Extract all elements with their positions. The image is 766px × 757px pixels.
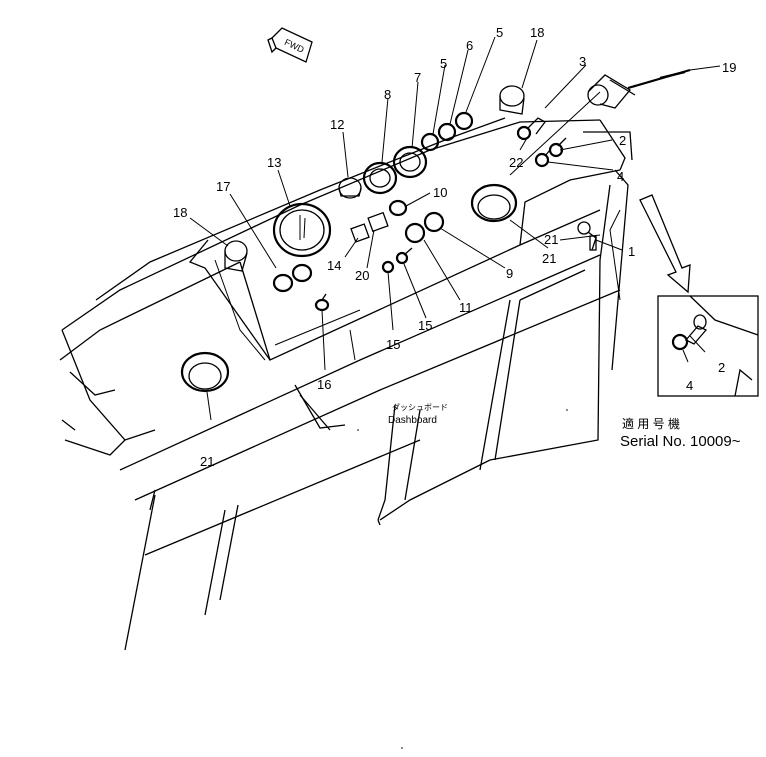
inset-detail-box: 2 4 — [657, 295, 759, 397]
inset-label-2: 2 — [718, 360, 725, 375]
knob-18-upper — [499, 85, 525, 115]
ring-21-right — [470, 183, 518, 223]
ring-21-left — [180, 351, 230, 393]
label-5b: 5 — [496, 25, 503, 40]
label-8: 8 — [384, 87, 391, 102]
label-19: 19 — [722, 60, 736, 75]
switch-14-20 — [350, 211, 389, 243]
speck — [357, 429, 359, 431]
lamps-17 — [272, 263, 313, 293]
label-21b: 21 — [542, 251, 556, 266]
label-2: 2 — [619, 133, 626, 148]
label-6: 6 — [466, 38, 473, 53]
label-22: 22 — [509, 155, 523, 170]
inset-arrow — [639, 194, 691, 294]
lamps-5-6 — [420, 111, 474, 152]
label-5a: 5 — [440, 56, 447, 71]
serial-caption: 適 用 号 機 Serial No. 10009~ — [620, 416, 741, 450]
dashboard-caption: ダッシュボード Dashboard — [388, 402, 448, 426]
label-13: 13 — [267, 155, 281, 170]
label-4: 4 — [617, 169, 624, 184]
lamp-10 — [388, 199, 408, 217]
speck — [401, 747, 403, 749]
part-labels: 1 2 3 4 5 5 6 7 8 9 10 11 12 13 14 15 15… — [173, 25, 736, 469]
knob-18-left — [224, 240, 248, 272]
label-17: 17 — [216, 179, 230, 194]
leader-lines — [189, 36, 721, 421]
label-15b: 15 — [418, 318, 432, 333]
label-21a: 21 — [200, 454, 214, 469]
label-20: 20 — [355, 268, 369, 283]
label-11: 11 — [459, 300, 473, 315]
dashboard-jp-label: ダッシュボード — [392, 402, 448, 412]
serial-en-label: Serial No. 10009~ — [620, 433, 741, 450]
toggle-16 — [314, 293, 330, 312]
speck — [566, 409, 568, 411]
label-21c: 21 — [544, 232, 558, 247]
label-12: 12 — [330, 117, 344, 132]
label-7: 7 — [414, 70, 421, 85]
label-15a: 15 — [386, 337, 400, 352]
inset-label-4: 4 — [686, 378, 693, 393]
toggles-15 — [381, 247, 413, 274]
lever-19 — [587, 68, 691, 109]
label-18a: 18 — [173, 205, 187, 220]
fwd-arrow-icon: FWD — [267, 27, 313, 63]
label-14: 14 — [327, 258, 341, 273]
serial-jp-label: 適 用 号 機 — [622, 416, 680, 431]
label-9: 9 — [506, 266, 513, 281]
gauge-8 — [362, 161, 398, 195]
label-18b: 18 — [530, 25, 544, 40]
label-10: 10 — [433, 185, 447, 200]
label-16: 16 — [317, 377, 331, 392]
components — [180, 68, 691, 393]
label-3: 3 — [579, 54, 586, 69]
gauge-7 — [392, 145, 428, 179]
gauge-13 — [272, 202, 332, 258]
dashboard-en-label: Dashboard — [388, 415, 437, 426]
dashboard-outline — [59, 117, 633, 651]
lamps-9-11 — [404, 211, 445, 244]
label-1: 1 — [628, 244, 635, 259]
knob-12 — [338, 177, 362, 199]
